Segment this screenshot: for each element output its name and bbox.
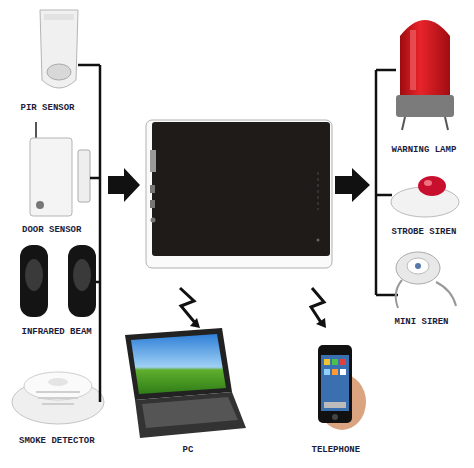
laptop-picture	[125, 328, 246, 438]
door-sensor-picture	[30, 122, 90, 216]
warning-lamp-picture	[396, 20, 454, 130]
device-label: SMOKE DETECTOR	[19, 436, 95, 447]
device-node: PIR SENSOR	[19, 102, 77, 115]
device-label: INFRARED BEAM	[22, 327, 92, 338]
device-node: INFRARED BEAM	[20, 326, 94, 339]
device-label: PC	[183, 445, 194, 456]
telephone-picture	[318, 345, 366, 430]
smoke-detector-picture	[12, 372, 104, 424]
device-node: WARNING LAMP	[390, 144, 459, 157]
device-label: MINI SIREN	[395, 317, 449, 328]
output-bracket	[376, 70, 398, 295]
device-node: DOOR SENSOR	[20, 224, 83, 237]
device-label: TELEPHONE	[312, 445, 361, 456]
device-node: TELEPHONE	[310, 444, 363, 457]
device-node: PC	[181, 444, 196, 457]
device-node: SMOKE DETECTOR	[17, 435, 97, 448]
pir-sensor-picture	[40, 10, 78, 88]
device-label: PIR SENSOR	[21, 103, 75, 114]
wireless-bolt	[190, 318, 200, 328]
mini-siren-picture	[396, 252, 456, 308]
strobe-siren-picture	[391, 176, 459, 217]
wireless-bolt	[311, 288, 324, 324]
input-arrow	[108, 168, 140, 202]
output-arrow	[335, 168, 370, 202]
device-node: STROBE SIREN	[390, 226, 459, 239]
device-label: DOOR SENSOR	[22, 225, 81, 236]
device-label: STROBE SIREN	[392, 227, 457, 238]
wireless-bolt	[316, 318, 326, 328]
infrared-beam-picture	[20, 245, 96, 317]
device-label: WARNING LAMP	[392, 145, 457, 156]
device-node: MINI SIREN	[393, 316, 451, 329]
wireless-bolt	[180, 288, 196, 324]
alarm-panel-picture	[146, 120, 332, 268]
